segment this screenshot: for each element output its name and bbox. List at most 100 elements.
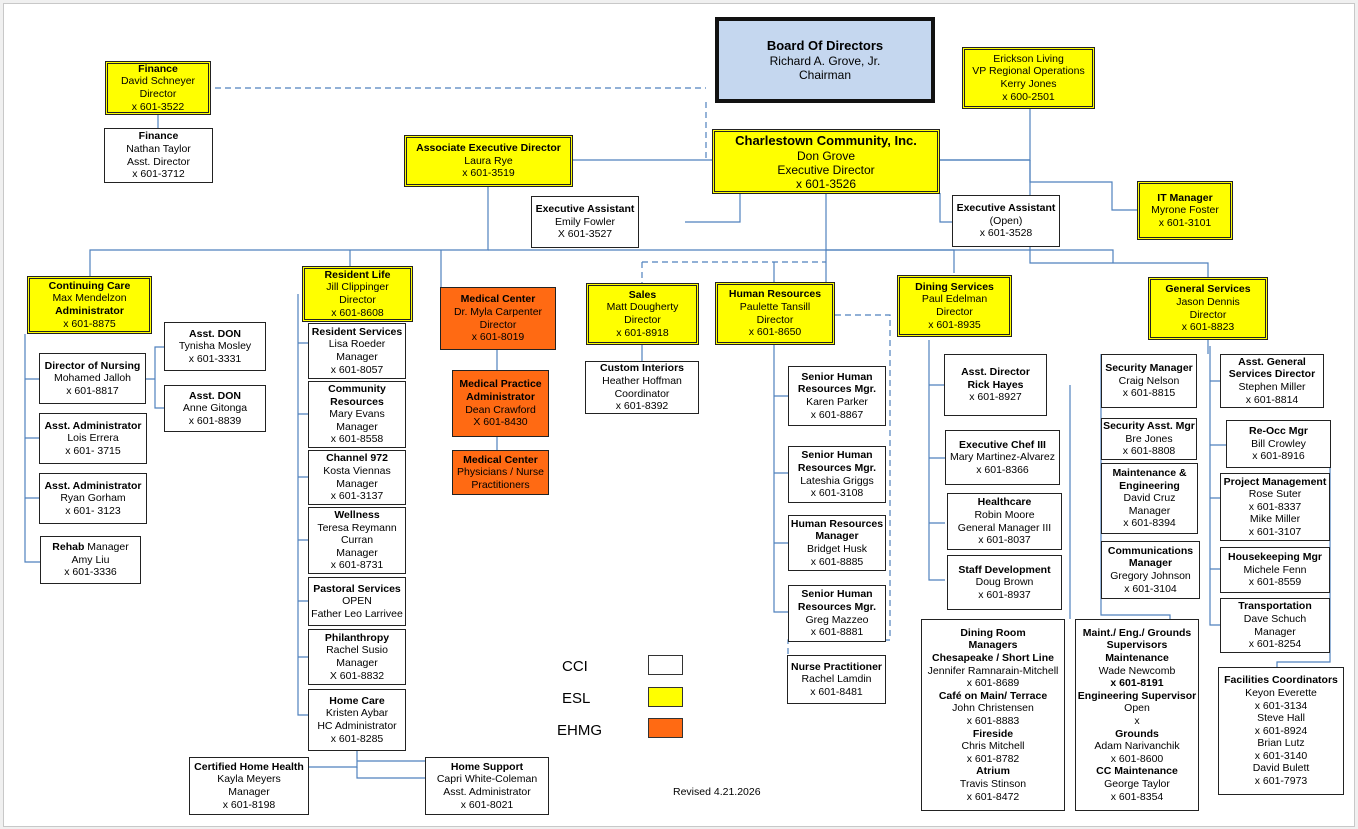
finance-asst-director-box: Finance Nathan Taylor Asst. Director x 6… [104,128,213,183]
line: Practitioners [471,478,530,491]
extension: x 601-8814 [1245,393,1299,406]
asst-administrator-box: Asst. Administrator Ryan Gorham x 601- 3… [39,473,147,524]
box-title: Maint./ Eng./ Grounds [1082,626,1192,639]
line: OPEN [342,595,372,608]
wellness-box: Wellness Teresa Reymann Curran Manager x… [308,507,406,574]
box-title: IT Manager [1157,191,1213,204]
box-title: Resident Life [324,268,391,281]
person-name: Chris Mitchell [961,740,1025,753]
person-name: Robin Moore [974,508,1035,521]
channel-972-box: Channel 972 Kosta Viennas Manager x 601-… [308,450,406,505]
charlestown-executive-director-box: Charlestown Community, Inc. Don Grove Ex… [712,129,940,194]
person-name: Doug Brown [975,576,1034,589]
person-name: Kosta Viennas [323,464,391,477]
box-title: Medical Practice [459,378,542,391]
box-title: Charlestown Community, Inc. [735,132,917,148]
box-title: Resources Mgr. [797,600,877,613]
box-title: Resources Mgr. [797,461,877,474]
box-title: Re-Occ Mgr [1249,425,1308,438]
box-title: Senior Human [801,370,873,383]
person-name: Emily Fowler [554,215,616,228]
extension: x 601-8559 [1248,576,1302,589]
extension: x 601-3331 [188,352,242,365]
pastoral-services-box: Pastoral Services OPEN Father Leo Larriv… [308,577,406,626]
role: Director [339,294,376,306]
resident-services-box: Resident Services Lisa Roeder Manager x … [308,323,406,379]
extension: x 601-8916 [1252,450,1305,463]
person-name: Greg Mazzeo [805,613,869,626]
box-title: Home Support [450,760,524,773]
person-name: Michele Fenn [1243,563,1307,576]
box-title: Project Management [1223,475,1327,488]
medical-center-box: Medical Center Dr. Myla Carpenter Direct… [440,287,556,350]
asst-don-box: Asst. DON Anne Gitonga x 601-8839 [164,385,266,432]
person-name: Kayla Meyers [217,773,281,786]
box-title: Director of Nursing [44,359,141,372]
person-name: Bill Crowley [1251,437,1306,450]
person-name: Kristen Aybar [325,707,389,720]
person-name: David Cruz [1123,492,1176,505]
person-name: Lateshia Griggs [800,474,874,487]
extension: x 601- 3715 [65,444,121,457]
associate-executive-director-box: Associate Executive Director Laura Rye x… [404,135,573,187]
line: Erickson Living [993,52,1064,65]
person-name: Brian Lutz [1257,737,1305,750]
senior-hr-manager-box: Senior Human Resources Mgr. Greg Mazzeo … [788,585,886,642]
communications-manager-box: Communications Manager Gregory Johnson x… [1101,541,1200,599]
facilities-coordinators-box: Facilities Coordinators Keyon Everette x… [1218,667,1344,795]
extension: x 601-8394 [1123,517,1176,530]
extension: x 601-8650 [748,326,802,339]
resident-life-box: Resident Life Jill Clippinger Director x… [302,266,413,322]
certified-home-health-box: Certified Home Health Kayla Meyers Manag… [189,757,309,815]
box-title: Associate Executive Director [416,142,561,155]
person-name: David Bulett [1252,762,1310,775]
box-title: Managers [968,639,1018,652]
extension: x 601-3108 [810,487,864,500]
person-name: Mike Miller [1249,513,1301,526]
person-name: John Christensen [952,702,1034,715]
extension: x 601-3140 [1254,749,1308,762]
section-title: Atrium [976,765,1010,778]
dining-room-managers-box: Dining Room Managers Chesapeake / Short … [921,619,1065,811]
person-name: Craig Nelson [1118,374,1180,387]
maintenance-engineering-box: Maintenance & Engineering David Cruz Man… [1101,463,1198,534]
community-resources-box: Community Resources Mary Evans Manager x… [308,381,406,448]
extension: x 601-8924 [1254,724,1308,737]
role: Executive Director [777,162,875,177]
box-title: Medical Center [463,453,538,466]
person-name: Mohamed Jalloh [53,372,132,385]
dining-services-box: Dining Services Paul Edelman Director x … [897,275,1012,337]
box-title: Human Resources [790,517,884,530]
role: HC Administrator [317,720,397,732]
box-title: Security Asst. Mgr [1103,420,1195,433]
extension: x 601-3522 [131,100,185,113]
box-title: Resident Services [311,325,403,338]
role: Manager [1128,504,1171,517]
role: Director [756,313,794,326]
person-name: Steve Hall [1257,712,1305,725]
box-title: Human Resources [728,288,822,301]
box-title: Transportation [1238,600,1312,613]
legend-swatch-esl [648,687,683,707]
extension: x 601-8823 [1181,321,1235,334]
maint-eng-grounds-supervisors-box: Maint./ Eng./ Grounds Supervisors Mainte… [1075,619,1199,811]
box-title: Asst. DON [189,327,241,340]
person-name: Gregory Johnson [1110,570,1191,582]
extension: x 601-8782 [966,752,1020,765]
extension: x 601-7973 [1254,775,1308,788]
extension: x 601-8608 [331,306,384,319]
extension: x 601-3104 [1124,582,1177,595]
box-title: Finance [138,62,178,75]
box-title: Healthcare [977,496,1032,509]
person-name: George Taylor [1104,777,1170,790]
section-title: Chesapeake / Short Line [932,652,1054,665]
extension: x 601-8600 [1110,752,1164,765]
it-manager-box: IT Manager Myrone Foster x 601-3101 [1137,181,1233,240]
extension: x 601-8191 [1110,677,1164,690]
box-title: Philanthropy [324,631,390,644]
person-name: Rachel Lamdin [801,673,872,686]
executive-assistant-open-box: Executive Assistant (Open) x 601-3528 [952,195,1060,247]
box-title: Rehab [52,541,85,554]
